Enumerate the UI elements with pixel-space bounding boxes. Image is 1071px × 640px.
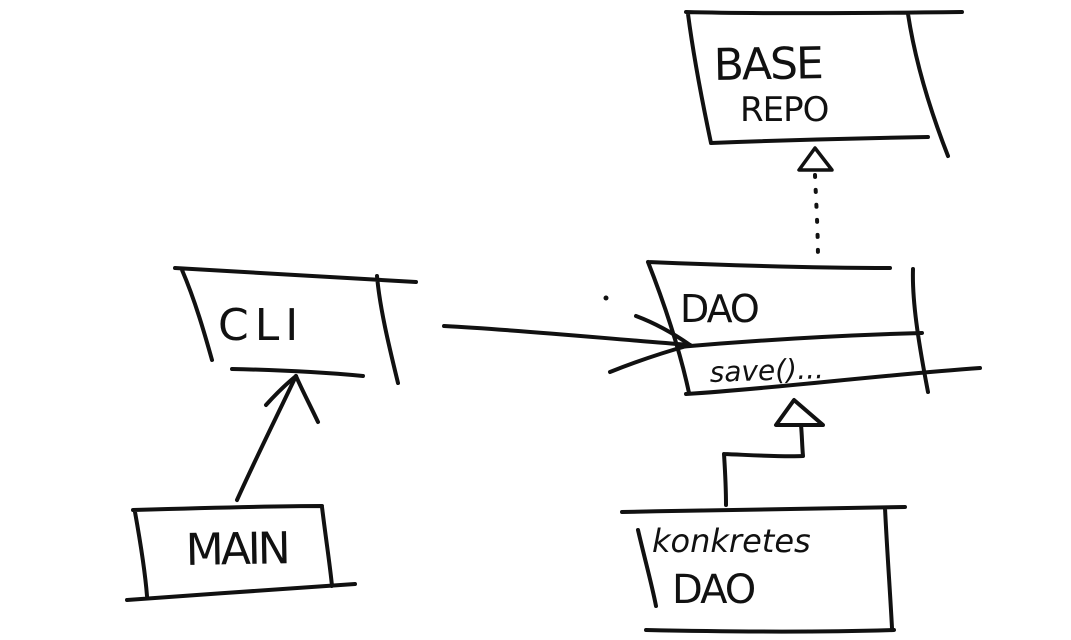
dependency-line bbox=[235, 374, 298, 502]
main-box-outline bbox=[125, 504, 357, 602]
dao-box: DAO save()... bbox=[646, 260, 982, 396]
base-repo-box: BASE REPO bbox=[684, 10, 964, 158]
main-name-label: MAIN bbox=[185, 523, 288, 576]
dao-method-label: save()... bbox=[709, 352, 824, 389]
main-to-cli-dependency bbox=[235, 374, 320, 502]
konkretes-dao-label-line1: konkretes bbox=[652, 522, 811, 560]
base-repo-box-outline bbox=[684, 10, 964, 158]
base-repo-label-line1: BASE bbox=[713, 38, 822, 91]
realization-dotted-line bbox=[813, 173, 820, 264]
association-ink-dot bbox=[603, 295, 609, 301]
base-repo-label-line2: REPO bbox=[740, 90, 828, 130]
cli-to-dao-association bbox=[442, 295, 692, 374]
main-box: MAIN bbox=[125, 504, 357, 602]
cli-box-outline bbox=[173, 266, 418, 385]
generalization-triangle-head bbox=[774, 398, 825, 427]
generalization-connector bbox=[722, 423, 805, 507]
dependency-arrowhead bbox=[264, 374, 320, 424]
association-line bbox=[442, 324, 692, 347]
realization-triangle-head bbox=[797, 146, 834, 172]
association-arrowhead bbox=[608, 314, 692, 374]
dao-name-label: DAO bbox=[680, 287, 758, 331]
konkretes-dao-box-outline bbox=[620, 505, 907, 634]
konkretes-dao-label-line2: DAO bbox=[672, 567, 755, 613]
cli-name-label: CLI bbox=[218, 300, 304, 351]
konkretes-dao-box: konkretes DAO bbox=[620, 505, 907, 634]
dao-to-base-repo-realization bbox=[797, 146, 834, 264]
dao-box-outline bbox=[646, 260, 982, 396]
konkretes-to-dao-generalization bbox=[722, 398, 825, 507]
cli-box: CLI bbox=[173, 266, 418, 385]
